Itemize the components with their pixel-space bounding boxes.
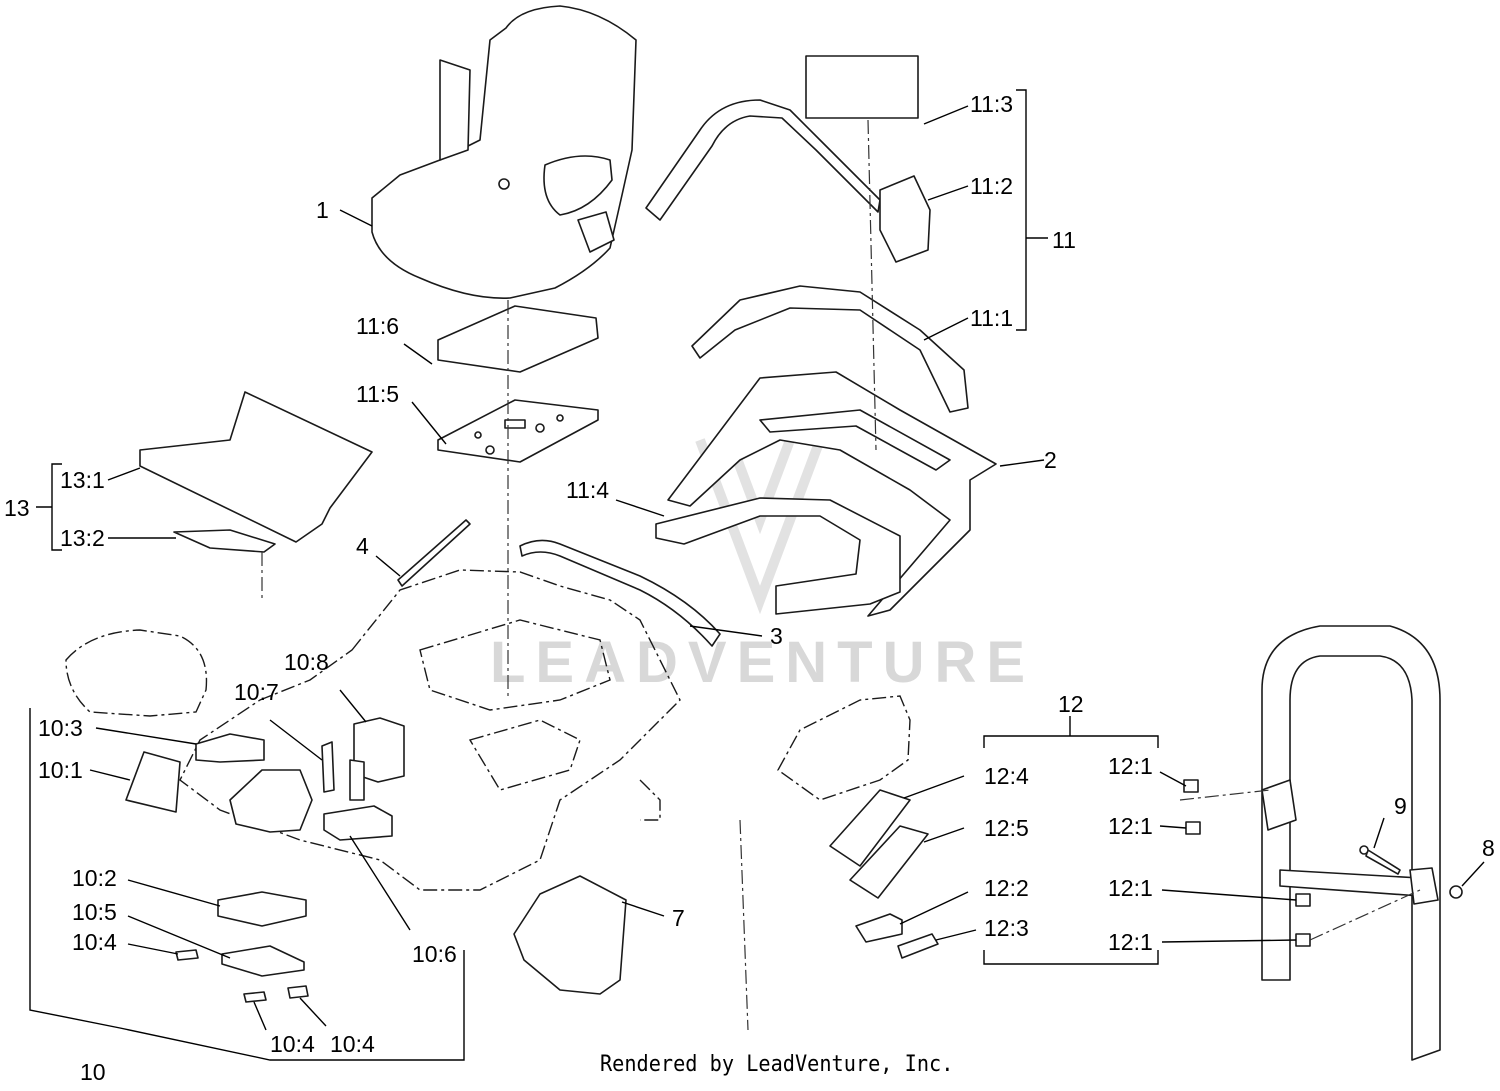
label-13-1: 13:1 bbox=[60, 467, 105, 493]
bumper-12-1-c[interactable] bbox=[1295, 893, 1311, 907]
mat-wedge-13-2[interactable] bbox=[173, 529, 276, 553]
label-11-4: 11:4 bbox=[566, 477, 609, 503]
bumper-12-1-b[interactable] bbox=[1185, 821, 1201, 835]
label-10-7: 10:7 bbox=[234, 679, 279, 705]
foam-11-1[interactable] bbox=[691, 285, 969, 413]
bracket-11-2[interactable] bbox=[879, 175, 931, 263]
label-12-1-b: 12:1 bbox=[1108, 813, 1153, 839]
rops-frame[interactable] bbox=[1261, 625, 1441, 1061]
plate-10-5[interactable] bbox=[221, 945, 305, 977]
block-12-3[interactable] bbox=[897, 933, 939, 959]
alignment-lines bbox=[261, 119, 1421, 1031]
watermark-text: LEADVENTURE bbox=[490, 630, 1035, 695]
label-12-3: 12:3 bbox=[984, 915, 1029, 941]
watermark-logo bbox=[695, 438, 825, 615]
label-12-1-a: 12:1 bbox=[1108, 753, 1153, 779]
label-10-6: 10:6 bbox=[412, 941, 457, 967]
label-4: 4 bbox=[356, 533, 369, 559]
leader-lines bbox=[89, 105, 1485, 1031]
bracket-group-13 bbox=[36, 463, 62, 551]
label-11-6: 11:6 bbox=[356, 313, 399, 339]
bracket-group-10 bbox=[29, 708, 465, 1061]
label-10-3: 10:3 bbox=[38, 715, 83, 741]
label-10-1: 10:1 bbox=[38, 757, 83, 783]
footer-credit: Rendered by LeadVenture, Inc. bbox=[600, 1052, 954, 1077]
label-12-1-c: 12:1 bbox=[1108, 875, 1153, 901]
label-13: 13 bbox=[4, 495, 30, 521]
bracket-group-12 bbox=[983, 716, 1159, 965]
label-1: 1 bbox=[316, 197, 329, 223]
rail-3[interactable] bbox=[519, 539, 721, 647]
bracket-group-11 bbox=[1016, 89, 1048, 331]
seat-back-frame[interactable] bbox=[645, 99, 881, 221]
label-10-5: 10:5 bbox=[72, 899, 117, 925]
label-12: 12 bbox=[1058, 691, 1084, 717]
label-13-2: 13:2 bbox=[60, 525, 105, 551]
nut-8[interactable] bbox=[1449, 885, 1463, 899]
callout-labels: 1 2 3 4 7 8 9 10 10:3 10:1 10:7 10:8 10:… bbox=[4, 91, 1495, 1085]
bumper-12-1-a[interactable] bbox=[1183, 779, 1199, 793]
label-10-8: 10:8 bbox=[284, 649, 329, 675]
label-10-4-a: 10:4 bbox=[72, 929, 117, 955]
pad-10-4-b[interactable] bbox=[243, 991, 267, 1003]
label-10-4-b: 10:4 bbox=[270, 1031, 315, 1057]
cushion-11-6[interactable] bbox=[437, 305, 599, 373]
plate-11-5[interactable] bbox=[437, 399, 599, 463]
plate-10-2[interactable] bbox=[217, 891, 307, 927]
label-12-4: 12:4 bbox=[984, 763, 1029, 789]
label-8: 8 bbox=[1482, 835, 1495, 861]
pad-10-4-a[interactable] bbox=[175, 949, 199, 961]
block-10-7[interactable] bbox=[321, 741, 365, 801]
label-3: 3 bbox=[770, 623, 783, 649]
bolt-9[interactable] bbox=[1359, 845, 1401, 875]
label-11-5: 11:5 bbox=[356, 381, 399, 407]
label-12-2: 12:2 bbox=[984, 875, 1029, 901]
label-9: 9 bbox=[1394, 793, 1407, 819]
label-12-5: 12:5 bbox=[984, 815, 1029, 841]
label-11-1: 11:1 bbox=[970, 305, 1013, 331]
console-cover bbox=[777, 695, 911, 801]
chassis-frame bbox=[179, 569, 681, 891]
control-mechanism bbox=[229, 769, 313, 833]
label-11-2: 11:2 bbox=[970, 173, 1013, 199]
block-10-6[interactable] bbox=[323, 805, 393, 841]
label-10: 10 bbox=[80, 1059, 106, 1085]
seat-assembly[interactable] bbox=[371, 5, 637, 299]
pad-11-3[interactable] bbox=[805, 55, 919, 119]
block-10-3[interactable] bbox=[195, 733, 265, 763]
pad-12-4[interactable] bbox=[829, 789, 911, 867]
seat-pan-2[interactable] bbox=[667, 371, 997, 617]
label-2: 2 bbox=[1044, 447, 1057, 473]
bumper-12-1-d[interactable] bbox=[1295, 933, 1311, 947]
pad-12-5[interactable] bbox=[849, 825, 929, 899]
label-12-1-d: 12:1 bbox=[1108, 929, 1153, 955]
pad-10-4-c[interactable] bbox=[287, 985, 309, 999]
label-10-2: 10:2 bbox=[72, 865, 117, 891]
label-11-3: 11:3 bbox=[970, 91, 1013, 117]
label-10-4-c: 10:4 bbox=[330, 1031, 375, 1057]
floor-mat-13-1[interactable] bbox=[139, 391, 373, 543]
label-7: 7 bbox=[672, 905, 685, 931]
block-12-2[interactable] bbox=[855, 913, 903, 943]
label-11: 11 bbox=[1052, 227, 1076, 253]
hood-cover bbox=[65, 629, 208, 717]
bracket-7[interactable] bbox=[513, 875, 627, 995]
strip-4[interactable] bbox=[397, 519, 471, 587]
block-10-1[interactable] bbox=[125, 751, 181, 813]
cushion-11-4[interactable] bbox=[655, 497, 901, 615]
